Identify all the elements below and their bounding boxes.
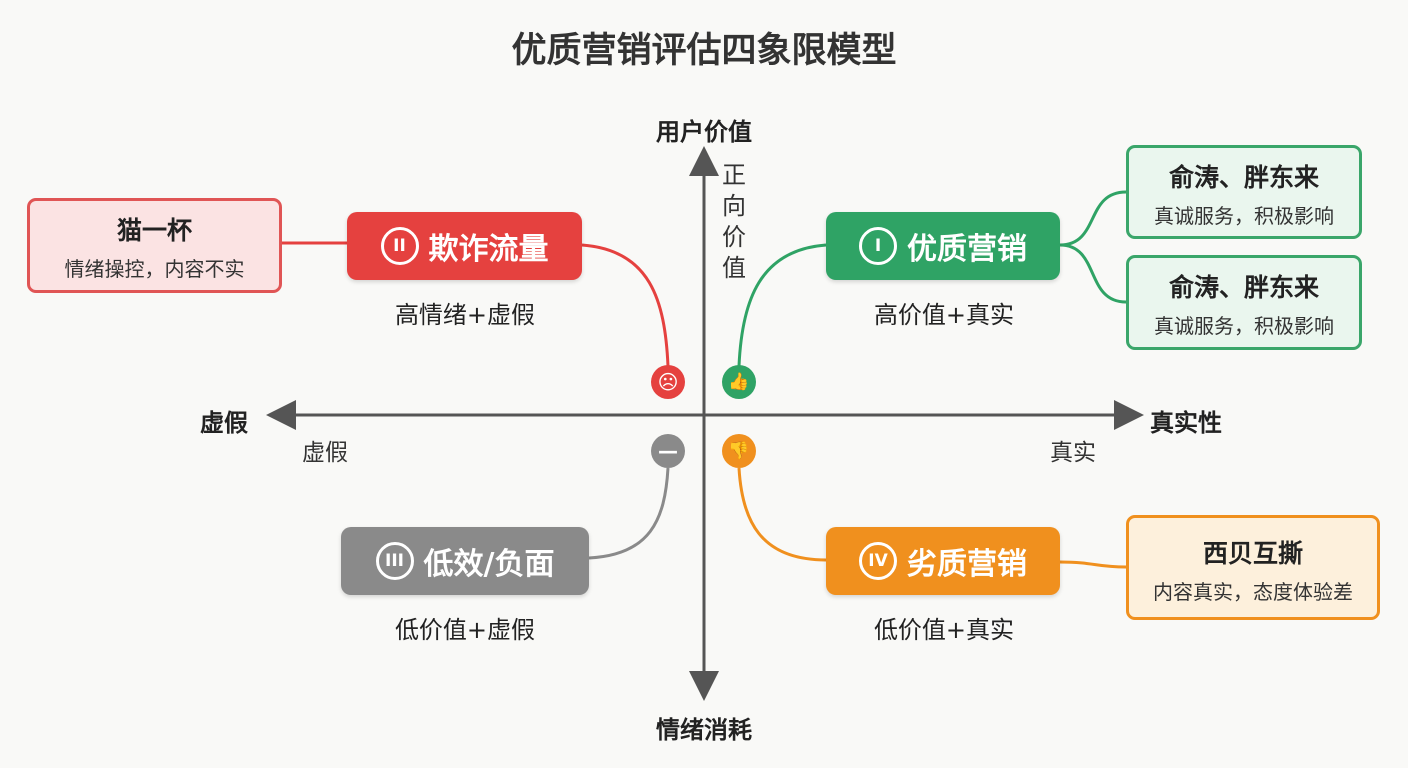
quadrant-2-sub: 高情绪+虚假 [394,301,536,329]
quadrant-1-sub: 高价值+真实 [873,301,1015,329]
quadrant-1-pill: I 优质营销 [826,212,1060,280]
example-desc: 真诚服务，积极影响 [1154,314,1334,338]
quadrant-number: II [380,227,419,265]
quadrant-number: I [859,227,897,265]
sad-face-icon: ☹ [651,365,685,399]
quadrant-label: 劣质营销 [907,547,1027,582]
quadrant-3-pill: III 低效/负面 [341,527,589,595]
positive-value-label: 正向价值 [722,161,746,282]
example-desc: 真诚服务，积极影响 [1154,204,1334,228]
example-title: 西贝互撕 [1202,539,1303,568]
quadrant-label: 低效/负面 [423,547,555,582]
axis-top-label: 用户价值 [656,118,752,146]
minus-icon: — [651,434,685,468]
example-title: 俞涛、胖东来 [1168,163,1319,192]
example-desc: 内容真实，态度体验差 [1153,580,1353,604]
example-desc: 情绪操控，内容不实 [64,257,245,281]
page-title: 优质营销评估四象限模型 [511,31,897,71]
axis-right-label: 真实性 [1150,409,1222,437]
example-box-q4: 西贝互撕内容真实，态度体验差 [1126,515,1380,620]
quadrant-number: III [375,542,414,580]
false-small-label: 虚假 [302,440,348,466]
true-small-label: 真实 [1050,440,1096,466]
thumbs-up-icon: 👍 [722,365,756,399]
example-title: 猫一杯 [116,216,192,245]
quadrant-2-pill: II 欺诈流量 [347,212,582,280]
axis-bottom-label: 情绪消耗 [656,716,752,744]
example-title: 俞涛、胖东来 [1168,273,1319,302]
axis-left-label: 虚假 [200,409,248,437]
quadrant-label: 优质营销 [907,232,1027,267]
example-box-q2: 猫一杯情绪操控，内容不实 [27,198,282,293]
quadrant-4-sub: 低价值+真实 [873,616,1015,644]
quadrant-number: IV [859,542,897,580]
example-box-q1a: 俞涛、胖东来真诚服务，积极影响 [1126,145,1362,239]
quadrant-label: 欺诈流量 [428,232,549,267]
quadrant-3-sub: 低价值+虚假 [394,616,536,644]
thumbs-down-icon: 👎 [722,434,756,468]
quadrant-4-pill: IV 劣质营销 [826,527,1060,595]
example-box-q1b: 俞涛、胖东来真诚服务，积极影响 [1126,255,1362,350]
